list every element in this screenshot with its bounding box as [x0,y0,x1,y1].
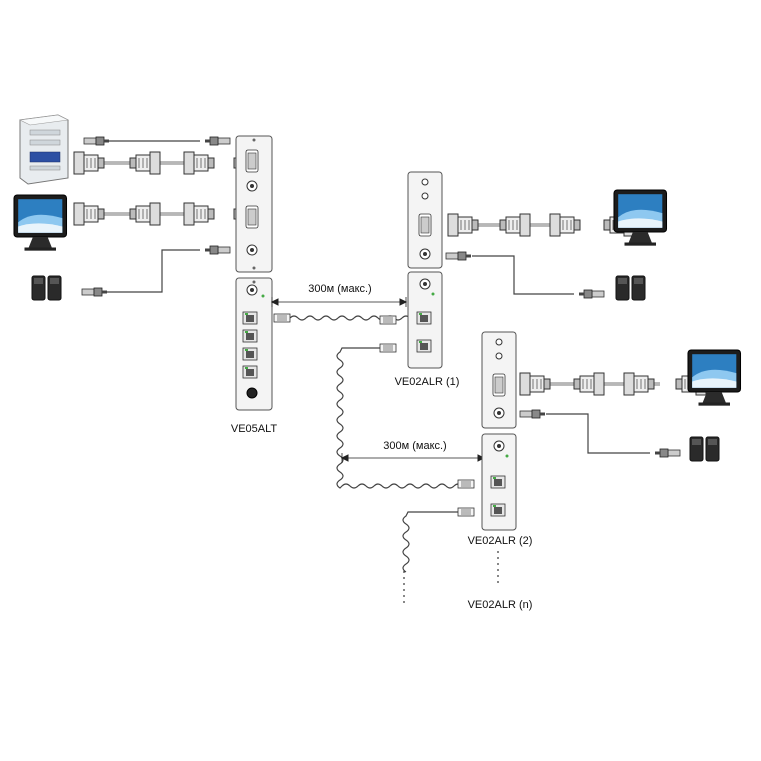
audio-plug-icon [519,409,681,458]
transmitter-top-panel [235,135,273,273]
receiver2-top-panel [481,331,517,429]
transmitter-bottom-panel [235,277,273,411]
continuation-dots [403,551,499,603]
monitor-icon [613,189,668,247]
transmitter-label: VE05ALT [231,423,278,435]
computer-tower-icon [18,114,70,185]
distance-label-1: 300м (макс.) [308,283,371,295]
distance-marker-2 [340,453,486,463]
receiver1-label: VE02ALR (1) [395,376,460,388]
receiverN-label: VE02ALR (n) [468,599,533,611]
speaker-icon [31,275,62,301]
receiver2-bottom-panel [481,433,517,531]
twisted-pair-cable-2 [336,347,463,489]
receiver2-label: VE02ALR (2) [468,535,533,547]
speaker-icon [689,436,720,462]
speaker-icon [615,275,646,301]
rj45-connector-icon [273,313,397,325]
twisted-pair-cable-3 [402,511,458,573]
monitor-icon [13,194,68,252]
receiver1-top-panel [407,171,443,269]
receiver1-bottom-panel [407,271,443,369]
rj45-connector-icon [457,507,475,517]
monitor-icon [687,349,742,407]
distance-marker-1 [270,297,408,307]
distance-label-2: 300м (макс.) [383,440,446,452]
audio-plug-icon [445,251,605,299]
